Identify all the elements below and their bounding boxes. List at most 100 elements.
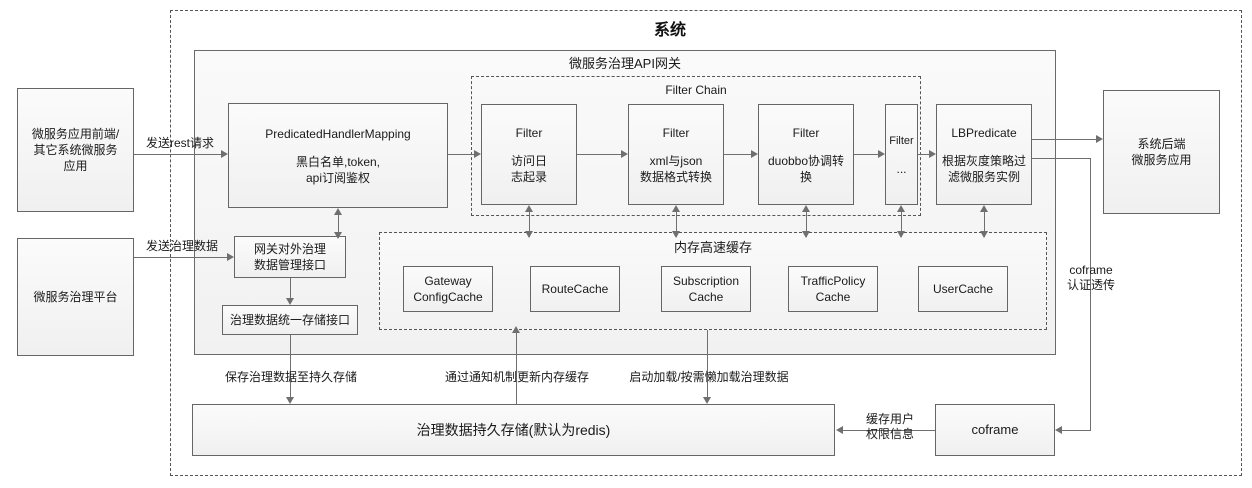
edge-filter4-to-lb-line [918,154,929,155]
edge-handler-cache-arrow-up [334,208,342,215]
edge-lb-to-backend-line [1032,139,1096,140]
governance-platform-box: 微服务治理平台 [17,238,134,356]
persistent-store-box: 治理数据持久存储(默认为redis) [192,404,835,456]
system-title: 系统 [653,22,686,39]
edge-filter4-to-lb-arrow [929,150,936,158]
storage-api-line-1: 治理数据统一存储接口 [229,313,350,327]
edge-filter4-cache-arrow-up [897,205,905,212]
edge-admin-to-storage-line [290,278,291,298]
edge-filter1-cache-line [529,209,530,237]
filter-chain-group [471,76,921,216]
edge-lb-cache-arrow-down [980,231,988,238]
filter-1-title: Filter [515,125,543,140]
edge-filter4-cache-line [901,209,902,237]
edge-lb-to-coframe-h1 [1032,158,1091,159]
edge-filter3-to-filter4-line [854,154,878,155]
storage-api-box: 治理数据统一存储接口 [222,305,358,335]
gateway-title: 微服务治理API网关 [569,56,681,71]
persistent-store-label: 治理数据持久存储(默认为redis) [416,422,611,438]
edge-handler-to-filter1-arrow [474,150,481,158]
edge-lb-to-coframe-v [1090,158,1091,430]
edge-filter3-cache-arrow-down [802,231,810,238]
edge-label-governance-data: 发送治理数据 [145,239,218,253]
cache-box-subscription: Subscription Cache [661,266,751,312]
cache-box-user: UserCache [918,266,1008,312]
filter-4-sub-1: ... [896,161,907,176]
cache-3-line-1: Subscription [672,274,740,288]
edge-filter2-cache-arrow-up [672,205,680,212]
handler-title: PredicatedHandlerMapping [265,126,411,141]
edge-coframe-to-store-arrow [836,426,843,434]
lb-predicate-title: LBPredicate [951,125,1017,140]
edge-governance-data-line [134,257,227,258]
edge-filter3-to-filter4-arrow [878,150,885,158]
edge-handler-cache-line [338,212,339,238]
admin-api-line-1: 网关对外治理 [253,242,326,256]
filter-1-sub-2: 志起录 [510,169,547,184]
edge-label-notify-update-cache: 通过通知机制更新内存缓存 [444,370,589,384]
edge-filter1-to-filter2-arrow [621,150,628,158]
backend-app-box: 系统后端 微服务应用 [1103,90,1220,214]
edge-startup-load-arrow [703,397,711,404]
edge-filter3-cache-arrow-up [802,205,810,212]
admin-api-line-2: 数据管理接口 [253,258,326,272]
edge-label-coframe-auth-1: coframe [1069,263,1113,277]
edge-notify-update-line [516,330,517,404]
filter-2-sub-2: 数据格式转换 [639,169,712,184]
edge-lb-cache-arrow-up [980,205,988,212]
cache-5-line-1: UserCache [932,282,994,296]
coframe-box: coframe [935,404,1055,456]
edge-admin-to-storage-arrow [286,298,294,305]
filter-4-title: Filter [889,134,914,147]
backend-line-1: 系统后端 [1137,137,1186,151]
filter-box-4: Filter ... [885,104,918,205]
edge-storage-to-persist-line [290,335,291,397]
filter-box-2: Filter xml与json 数据格式转换 [628,104,724,205]
filter-3-sub-1: duobbo协调转 [767,153,845,168]
system-boundary [170,10,1242,476]
edge-startup-load-line [707,330,708,397]
edge-filter3-cache-line [806,209,807,237]
memory-cache-title: 内存高速缓存 [673,240,752,255]
cache-box-gateway-config: Gateway ConfigCache [403,266,493,312]
filter-box-3: Filter duobbo协调转 换 [758,104,854,205]
cache-1-line-1: Gateway [424,274,472,288]
frontend-app-box: 微服务应用前端/ 其它系统微服务 应用 [17,88,134,212]
edge-label-coframe-auth-2: 认证透传 [1066,278,1115,292]
edge-storage-to-persist-arrow [286,397,294,404]
edge-handler-to-filter1-line [448,154,474,155]
cache-4-line-1: TrafficPolicy [800,274,866,288]
backend-line-2: 微服务应用 [1131,153,1192,167]
edge-filter2-to-filter3-line [724,154,751,155]
gateway-admin-api-box: 网关对外治理 数据管理接口 [234,236,346,278]
edge-filter2-cache-arrow-down [672,231,680,238]
edge-filter1-cache-arrow-up [525,205,533,212]
edge-label-startup-lazy-load: 启动加载/按需懒加载治理数据 [629,370,789,384]
lb-predicate-sub-1: 根据灰度策略过 [941,153,1026,168]
filter-2-title: Filter [662,125,690,140]
filter-chain-title: Filter Chain [665,83,727,97]
lb-predicate-sub-2: 滤微服务实例 [947,169,1020,184]
filter-box-1: Filter 访问日 志起录 [481,104,577,205]
cache-4-line-2: Cache [815,290,851,304]
handler-sub-1: 黑白名单,token, [295,154,381,169]
edge-label-cache-user-perm-2: 权限信息 [865,427,914,441]
filter-1-sub-1: 访问日 [510,153,547,168]
edge-coframe-to-store-line [843,430,935,431]
cache-box-traffic-policy: TrafficPolicy Cache [788,266,878,312]
handler-sub-2: api订阅鉴权 [305,170,370,185]
edge-filter1-cache-arrow-down [525,231,533,238]
filter-3-title: Filter [792,125,820,140]
cache-box-route: RouteCache [530,266,620,312]
edge-filter1-to-filter2-line [577,154,621,155]
cache-3-line-2: Cache [688,290,724,304]
frontend-line-1: 微服务应用前端/ [31,127,120,141]
edge-lb-to-coframe-h2 [1062,430,1091,431]
edge-filter4-cache-arrow-down [897,231,905,238]
edge-lb-cache-line [984,209,985,237]
coframe-label: coframe [971,422,1019,437]
edge-governance-data-arrow [227,253,234,261]
edge-label-rest-request: 发送rest请求 [145,136,214,150]
edge-rest-request-arrow [221,150,228,158]
